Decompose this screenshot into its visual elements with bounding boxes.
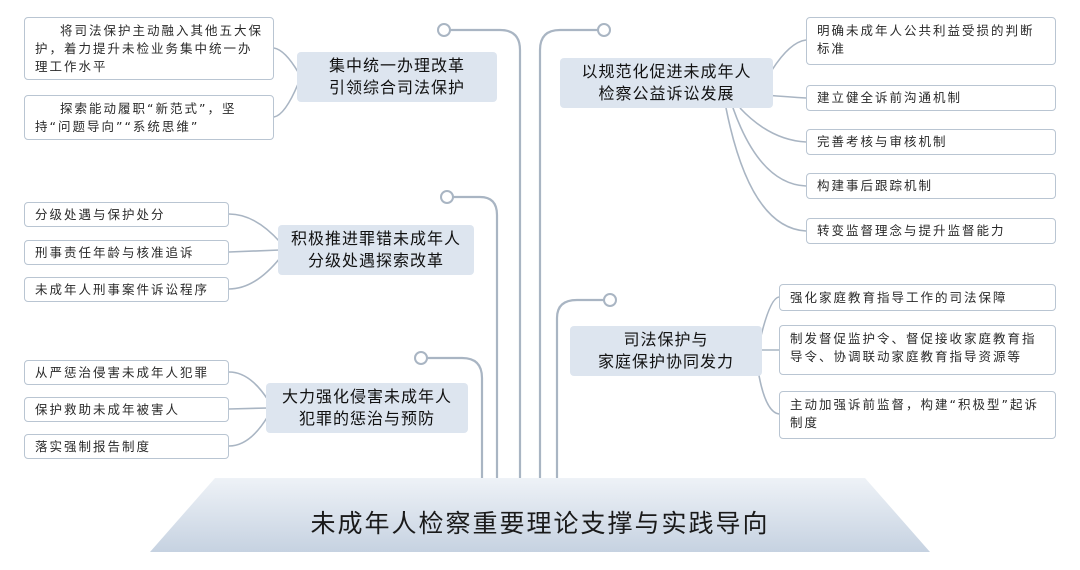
topic-node-left-3: 大力强化侵害未成年人 犯罪的惩治与预防: [266, 383, 468, 433]
leaf-right-2-2: 制发督促监护令、督促接收家庭教育指导令、协调联动家庭教育指导资源等: [779, 325, 1056, 375]
leaf-right-1-3: 完善考核与审核机制: [806, 129, 1056, 155]
knob-right-1: [597, 23, 611, 37]
branch-left-2-1: [228, 213, 281, 243]
knob-left-3: [414, 351, 428, 365]
branch-left-1-1: [273, 47, 299, 73]
leaf-left-3-1: 从严惩治侵害未成年人犯罪: [24, 360, 229, 385]
branch-left-3-1: [228, 371, 269, 401]
branch-right-1-1: [771, 39, 807, 71]
leaf-left-1-2: 探索能动履职“新范式”，坚持“问题导向”“系统思维”: [24, 95, 274, 140]
branch-left-3-3: [228, 415, 269, 447]
branch-left-2-2: [228, 249, 281, 253]
leaf-right-1-4: 构建事后跟踪机制: [806, 173, 1056, 199]
topic-node-right-1: 以规范化促进未成年人 检察公益诉讼发展: [560, 58, 773, 108]
base-platform: [150, 478, 930, 552]
branch-left-1-2: [273, 83, 299, 118]
leaf-right-1-2: 建立健全诉前沟通机制: [806, 85, 1056, 111]
trunk-right-1: [538, 28, 598, 478]
leaf-right-1-5: 转变监督理念与提升监督能力: [806, 218, 1056, 244]
knob-left-2: [440, 190, 454, 204]
leaf-left-2-3: 未成年人刑事案件诉讼程序: [24, 277, 229, 302]
branch-right-2-3: [757, 369, 780, 415]
leaf-left-2-1: 分级处遇与保护处分: [24, 202, 229, 227]
leaf-left-1-1: 将司法保护主动融入其他五大保护，着力提升未检业务集中统一办理工作水平: [24, 17, 274, 80]
knob-right-2: [603, 293, 617, 307]
trunk-left-1: [450, 28, 522, 478]
topic-node-right-2: 司法保护与 家庭保护协同发力: [570, 326, 762, 376]
leaf-left-3-2: 保护救助未成年被害人: [24, 397, 229, 422]
leaf-right-2-1: 强化家庭教育指导工作的司法保障: [779, 284, 1056, 311]
branch-right-2-1: [759, 296, 780, 341]
leaf-left-2-2: 刑事责任年龄与核准追诉: [24, 240, 229, 265]
topic-node-left-1: 集中统一办理改革 引领综合司法保护: [297, 52, 497, 102]
leaf-left-3-3: 落实强制报告制度: [24, 434, 229, 459]
branch-right-1-4: [732, 107, 807, 187]
branch-right-1-3: [739, 107, 807, 143]
knob-left-1: [437, 23, 451, 37]
branch-right-1-5: [725, 107, 807, 232]
trunk-left-2: [453, 195, 499, 478]
leaf-right-2-3: 主动加强诉前监督，构建“积极型”起诉制度: [779, 391, 1056, 439]
leaf-right-1-1: 明确未成年人公共利益受损的判断标准: [806, 17, 1056, 65]
branch-left-2-3: [228, 257, 281, 290]
branch-left-3-2: [228, 407, 269, 410]
trunk-right-2: [555, 298, 604, 478]
trunk-left-3: [427, 356, 484, 478]
topic-node-left-2: 积极推进罪错未成年人 分级处遇探索改革: [278, 225, 474, 275]
root-title: 未成年人检察重要理论支撑与实践导向: [310, 509, 770, 538]
